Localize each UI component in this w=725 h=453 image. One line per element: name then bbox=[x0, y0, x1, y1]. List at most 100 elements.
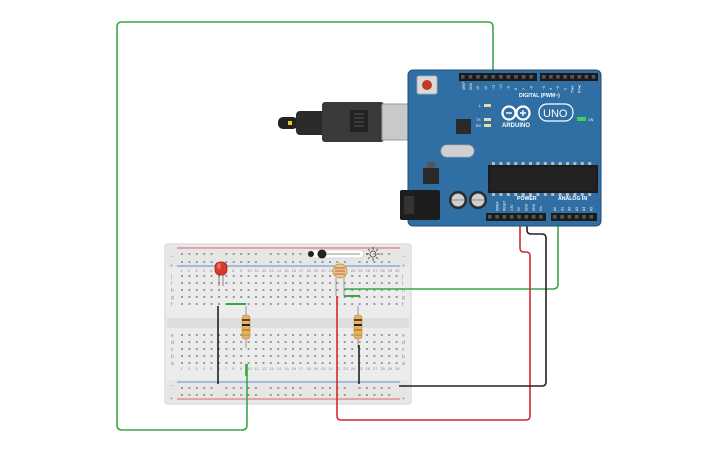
breadboard-hole[interactable] bbox=[380, 394, 383, 396]
breadboard-hole[interactable] bbox=[218, 334, 220, 336]
breadboard-hole[interactable] bbox=[181, 341, 183, 343]
breadboard-hole[interactable] bbox=[277, 275, 280, 277]
breadboard-hole[interactable] bbox=[181, 348, 183, 350]
header-pin[interactable] bbox=[556, 75, 560, 79]
breadboard-hole[interactable] bbox=[366, 289, 368, 291]
breadboard-hole[interactable] bbox=[284, 289, 287, 291]
breadboard-hole[interactable] bbox=[351, 303, 354, 305]
breadboard-hole[interactable] bbox=[373, 394, 376, 396]
breadboard-hole[interactable] bbox=[262, 282, 265, 284]
breadboard-hole[interactable] bbox=[210, 362, 213, 364]
breadboard-hole[interactable] bbox=[210, 303, 213, 305]
light-slider[interactable] bbox=[307, 249, 365, 259]
breadboard-hole[interactable] bbox=[299, 282, 302, 284]
breadboard-hole[interactable] bbox=[380, 334, 383, 336]
breadboard-hole[interactable] bbox=[373, 387, 376, 389]
breadboard-hole[interactable] bbox=[284, 362, 287, 364]
breadboard-hole[interactable] bbox=[321, 275, 324, 277]
breadboard-hole[interactable] bbox=[181, 355, 183, 357]
breadboard-hole[interactable] bbox=[292, 334, 294, 336]
breadboard-hole[interactable] bbox=[299, 261, 302, 263]
header-pin[interactable] bbox=[577, 75, 582, 79]
breadboard-hole[interactable] bbox=[255, 282, 257, 284]
breadboard-hole[interactable] bbox=[232, 334, 235, 336]
breadboard-hole[interactable] bbox=[284, 303, 287, 305]
breadboard-hole[interactable] bbox=[395, 289, 398, 291]
breadboard-hole[interactable] bbox=[343, 394, 346, 396]
breadboard-hole[interactable] bbox=[262, 289, 265, 291]
breadboard-hole[interactable] bbox=[373, 253, 376, 255]
breadboard-hole[interactable] bbox=[277, 282, 280, 284]
breadboard-hole[interactable] bbox=[299, 289, 302, 291]
breadboard-hole[interactable] bbox=[188, 275, 191, 277]
breadboard-hole[interactable] bbox=[284, 296, 287, 298]
breadboard-hole[interactable] bbox=[240, 394, 243, 396]
breadboard-hole[interactable] bbox=[388, 394, 391, 396]
breadboard-hole[interactable] bbox=[269, 387, 272, 389]
breadboard-hole[interactable] bbox=[210, 334, 213, 336]
breadboard-hole[interactable] bbox=[247, 387, 250, 389]
breadboard-hole[interactable] bbox=[277, 303, 280, 305]
header-pin[interactable] bbox=[491, 75, 495, 79]
breadboard-hole[interactable] bbox=[262, 341, 265, 343]
breadboard-hole[interactable] bbox=[247, 341, 250, 343]
breadboard-hole[interactable] bbox=[255, 348, 257, 350]
breadboard-hole[interactable] bbox=[336, 261, 339, 263]
breadboard-hole[interactable] bbox=[210, 387, 213, 389]
breadboard-hole[interactable] bbox=[203, 275, 206, 277]
header-pin[interactable] bbox=[529, 75, 533, 79]
breadboard-hole[interactable] bbox=[329, 261, 331, 263]
breadboard-hole[interactable] bbox=[395, 282, 398, 284]
breadboard-hole[interactable] bbox=[366, 348, 368, 350]
breadboard-hole[interactable] bbox=[269, 355, 272, 357]
breadboard-hole[interactable] bbox=[306, 303, 309, 305]
breadboard-hole[interactable] bbox=[188, 362, 191, 364]
breadboard-hole[interactable] bbox=[181, 394, 183, 396]
breadboard-hole[interactable] bbox=[225, 362, 228, 364]
wire-black-gnd[interactable] bbox=[399, 220, 547, 387]
breadboard-hole[interactable] bbox=[395, 362, 398, 364]
breadboard-hole[interactable] bbox=[329, 334, 331, 336]
breadboard-hole[interactable] bbox=[373, 289, 376, 291]
breadboard-hole[interactable] bbox=[306, 275, 309, 277]
breadboard-hole[interactable] bbox=[329, 355, 331, 357]
breadboard-hole[interactable] bbox=[299, 355, 302, 357]
breadboard-hole[interactable] bbox=[247, 348, 250, 350]
breadboard-hole[interactable] bbox=[255, 355, 257, 357]
breadboard-hole[interactable] bbox=[247, 282, 250, 284]
resistor-ldr[interactable] bbox=[353, 306, 363, 348]
breadboard-hole[interactable] bbox=[336, 282, 339, 284]
breadboard-hole[interactable] bbox=[321, 348, 324, 350]
breadboard-hole[interactable] bbox=[262, 303, 265, 305]
breadboard-hole[interactable] bbox=[388, 387, 391, 389]
breadboard-hole[interactable] bbox=[380, 303, 383, 305]
header-pin[interactable] bbox=[524, 215, 529, 219]
breadboard-hole[interactable] bbox=[218, 341, 220, 343]
header-pin[interactable] bbox=[582, 215, 586, 219]
breadboard-hole[interactable] bbox=[380, 341, 383, 343]
breadboard-hole[interactable] bbox=[181, 289, 183, 291]
breadboard-hole[interactable] bbox=[240, 296, 243, 298]
breadboard-hole[interactable] bbox=[373, 275, 376, 277]
breadboard-hole[interactable] bbox=[292, 387, 294, 389]
breadboard-hole[interactable] bbox=[269, 394, 272, 396]
breadboard-hole[interactable] bbox=[351, 275, 354, 277]
breadboard-hole[interactable] bbox=[314, 355, 317, 357]
breadboard-hole[interactable] bbox=[277, 341, 280, 343]
breadboard-hole[interactable] bbox=[255, 334, 257, 336]
breadboard-hole[interactable] bbox=[203, 261, 206, 263]
breadboard-hole[interactable] bbox=[255, 289, 257, 291]
header-pin[interactable] bbox=[517, 215, 521, 219]
header-pin[interactable] bbox=[499, 75, 503, 79]
breadboard-hole[interactable] bbox=[218, 362, 220, 364]
breadboard-hole[interactable] bbox=[269, 282, 272, 284]
breadboard-hole[interactable] bbox=[314, 296, 317, 298]
breadboard-hole[interactable] bbox=[188, 296, 191, 298]
breadboard-hole[interactable] bbox=[269, 261, 272, 263]
breadboard-hole[interactable] bbox=[292, 341, 294, 343]
breadboard-hole[interactable] bbox=[262, 348, 265, 350]
breadboard-hole[interactable] bbox=[247, 296, 250, 298]
breadboard-hole[interactable] bbox=[299, 387, 302, 389]
breadboard-hole[interactable] bbox=[240, 334, 243, 336]
breadboard-hole[interactable] bbox=[269, 296, 272, 298]
